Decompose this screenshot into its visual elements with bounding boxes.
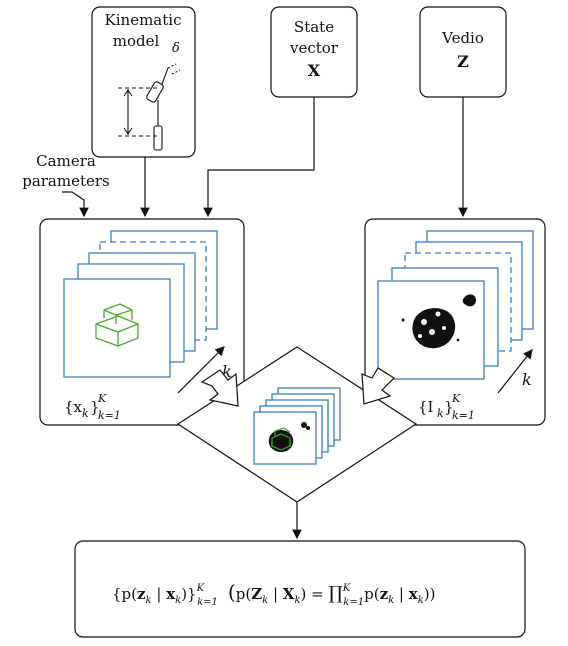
comparison-diamond	[176, 346, 418, 503]
model-set-sub: k	[82, 407, 89, 420]
video-line1: Vedio	[441, 29, 484, 47]
camera-line1: Camera	[36, 152, 96, 170]
state-symbol: X	[308, 61, 321, 80]
model-projections-box: k {x k } K k=1	[39, 218, 245, 426]
kinematic-sketch-icon	[118, 63, 181, 151]
image-k-symbol: k	[522, 370, 532, 389]
image-set-brace: }	[444, 398, 454, 416]
right-merge-arrow-icon	[361, 367, 395, 405]
kinematic-title-line2: model	[113, 32, 160, 50]
model-set-brace: }	[90, 398, 100, 416]
segmented-blob-icon	[401, 294, 476, 349]
kinematic-delta: δ	[172, 41, 180, 56]
wireframe-model-icon	[95, 303, 139, 347]
state-line2: vector	[289, 39, 339, 57]
model-set-sup: K	[97, 392, 107, 405]
model-set-range: k=1	[98, 409, 121, 422]
image-set-sub: k	[437, 407, 444, 420]
kinematic-model-box: Kinematic model δ	[91, 6, 196, 158]
state-line1: State	[294, 18, 334, 36]
image-frames-box: k {I k } K k=1	[364, 218, 546, 426]
camera-line2: parameters	[22, 172, 110, 190]
image-set-label: {I	[418, 398, 434, 416]
overlay-result-icon	[268, 422, 310, 452]
state-vector-box: State vector X	[270, 6, 358, 98]
input-arrows	[62, 97, 468, 218]
video-box: Vedio Z	[419, 6, 507, 98]
image-set-sup: K	[451, 392, 461, 405]
model-k-symbol: k	[222, 362, 232, 381]
image-set-range: k=1	[452, 409, 475, 422]
kinematic-title-line1: Kinematic	[105, 11, 182, 29]
left-merge-arrow-icon	[200, 369, 239, 407]
video-symbol: Z	[457, 52, 469, 71]
model-set-label: {x	[64, 398, 83, 416]
